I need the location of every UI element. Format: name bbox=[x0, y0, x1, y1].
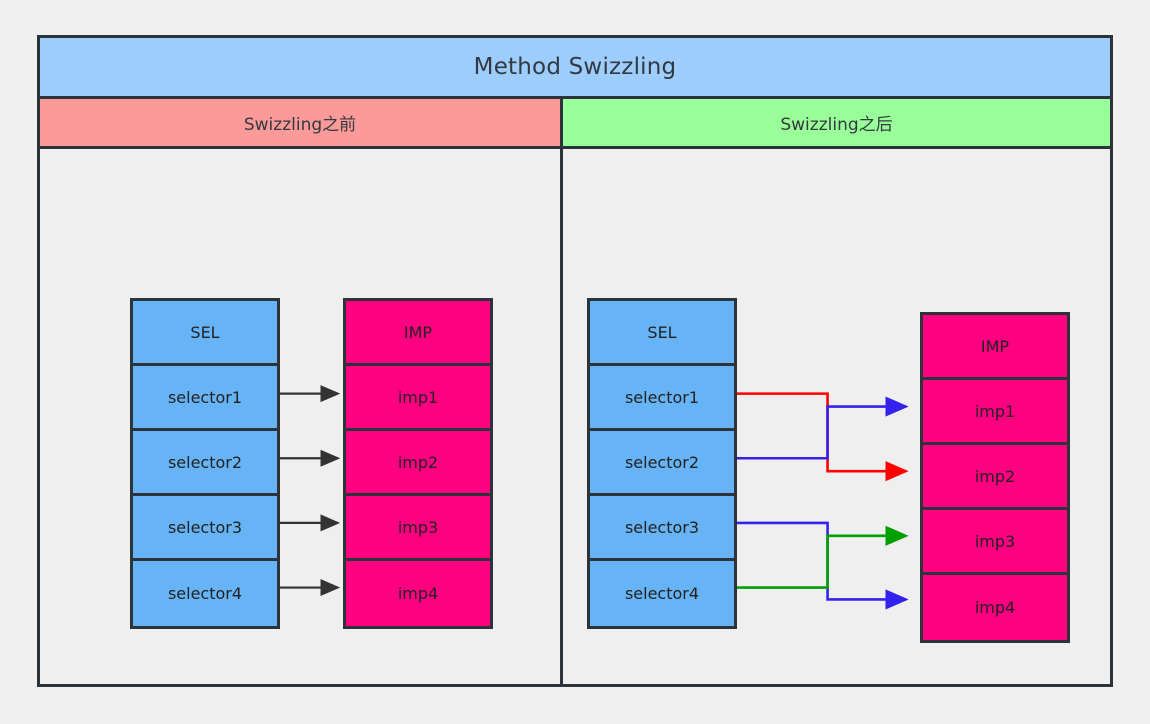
after-sel-header: SEL bbox=[590, 301, 734, 366]
after-imp-row-1: imp1 bbox=[923, 380, 1067, 445]
before-imp-header: IMP bbox=[346, 301, 490, 366]
before-imp-table: IMP imp1 imp2 imp3 imp4 bbox=[343, 298, 493, 629]
before-sel-row-1: selector1 bbox=[133, 366, 277, 431]
after-imp-row-2: imp2 bbox=[923, 445, 1067, 510]
before-imp-row-4: imp4 bbox=[346, 561, 490, 626]
before-sel-header: SEL bbox=[133, 301, 277, 366]
before-imp-row-1: imp1 bbox=[346, 366, 490, 431]
before-imp-row-2: imp2 bbox=[346, 431, 490, 496]
after-sel-row-1: selector1 bbox=[590, 366, 734, 431]
after-sel-row-2: selector2 bbox=[590, 431, 734, 496]
diagram-frame: Method Swizzling Swizzling之前 Swizzling之后 bbox=[37, 35, 1113, 687]
after-imp-table: IMP imp1 imp2 imp3 imp4 bbox=[920, 312, 1070, 643]
page-title: Method Swizzling bbox=[40, 38, 1110, 99]
after-imp-row-3: imp3 bbox=[923, 510, 1067, 575]
panel-after: SEL selector1 selector2 selector3 select… bbox=[563, 149, 1110, 684]
before-sel-row-4: selector4 bbox=[133, 561, 277, 626]
before-sel-row-3: selector3 bbox=[133, 496, 277, 561]
panel-header-before: Swizzling之前 bbox=[40, 99, 563, 146]
after-wire-selector1-imp2 bbox=[736, 392, 909, 482]
before-sel-row-2: selector2 bbox=[133, 431, 277, 496]
panel-bodies: SEL selector1 selector2 selector3 select… bbox=[40, 149, 1110, 684]
after-imp-row-4: imp4 bbox=[923, 575, 1067, 640]
after-wire-selector2-imp1 bbox=[736, 396, 909, 460]
panel-header-after: Swizzling之后 bbox=[563, 99, 1110, 146]
panel-before: SEL selector1 selector2 selector3 select… bbox=[40, 149, 563, 684]
after-wire-selector4-imp3 bbox=[736, 525, 909, 589]
before-imp-row-3: imp3 bbox=[346, 496, 490, 561]
after-sel-row-3: selector3 bbox=[590, 496, 734, 561]
after-sel-row-4: selector4 bbox=[590, 561, 734, 626]
panel-header-row: Swizzling之前 Swizzling之后 bbox=[40, 99, 1110, 149]
before-sel-table: SEL selector1 selector2 selector3 select… bbox=[130, 298, 280, 629]
after-imp-header: IMP bbox=[923, 315, 1067, 380]
after-sel-table: SEL selector1 selector2 selector3 select… bbox=[587, 298, 737, 629]
after-wire-selector3-imp4 bbox=[736, 521, 909, 610]
